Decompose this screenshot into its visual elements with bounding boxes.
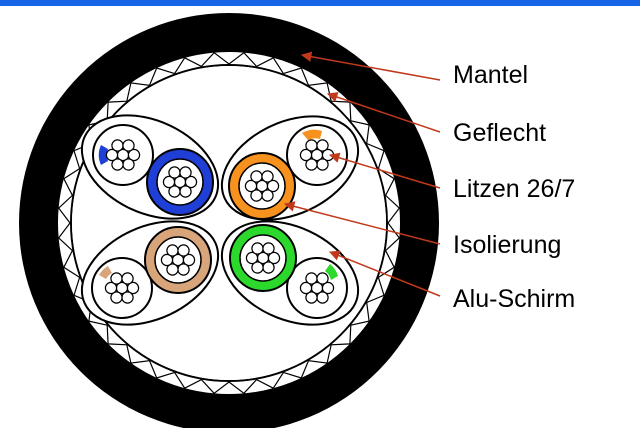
strand	[126, 281, 140, 295]
strand	[105, 148, 119, 162]
strand	[177, 244, 190, 257]
label-geflecht: Geflecht	[453, 119, 547, 147]
strand	[262, 242, 275, 255]
strand	[267, 251, 281, 265]
strand	[110, 291, 123, 304]
strand	[127, 148, 141, 162]
strand	[305, 291, 318, 304]
strand	[266, 179, 280, 193]
label-mantel: Mantel	[453, 61, 529, 89]
strand	[261, 189, 274, 202]
pointer-litzen	[328, 152, 441, 189]
pointers	[283, 51, 441, 297]
strand	[321, 281, 335, 295]
strand	[184, 175, 198, 189]
strand	[316, 139, 329, 152]
strand	[121, 291, 134, 304]
strand	[316, 272, 329, 285]
strand	[162, 175, 176, 189]
strand	[250, 189, 263, 202]
pointer-mantel	[300, 51, 441, 81]
strand	[104, 281, 118, 295]
title-bar	[0, 0, 640, 6]
strand	[262, 261, 275, 274]
strand	[122, 139, 135, 152]
strand	[182, 253, 196, 267]
strand	[251, 242, 264, 255]
strand	[316, 158, 329, 171]
strand	[250, 170, 263, 183]
strand	[166, 263, 179, 276]
braid-zigzag	[57, 51, 401, 395]
strand	[261, 170, 274, 183]
braid-inner-line	[70, 64, 388, 382]
strand	[305, 139, 318, 152]
inner-core	[72, 66, 386, 380]
strand	[299, 281, 313, 295]
strand	[305, 158, 318, 171]
strand	[166, 244, 179, 257]
strand	[305, 272, 318, 285]
strand	[168, 166, 181, 179]
strand	[251, 261, 264, 274]
strand	[160, 253, 174, 267]
strand	[110, 272, 123, 285]
strand-bundles	[104, 139, 335, 304]
pointer-geflecht	[327, 92, 441, 133]
strand	[168, 185, 181, 198]
label-alu-schirm: Alu-Schirm	[453, 285, 576, 313]
strand	[122, 158, 135, 171]
pointer-isolierung	[283, 201, 441, 245]
strand	[179, 185, 192, 198]
strand	[111, 139, 124, 152]
strand	[245, 251, 259, 265]
strand	[179, 166, 192, 179]
label-isolierung: Isolierung	[453, 231, 562, 259]
strand	[121, 272, 134, 285]
strand	[244, 179, 258, 193]
strand	[111, 158, 124, 171]
strand	[177, 263, 190, 276]
strand	[316, 291, 329, 304]
pointer-alu-schirm	[329, 250, 441, 297]
strand	[299, 148, 313, 162]
label-litzen: Litzen 26/7	[453, 175, 576, 203]
